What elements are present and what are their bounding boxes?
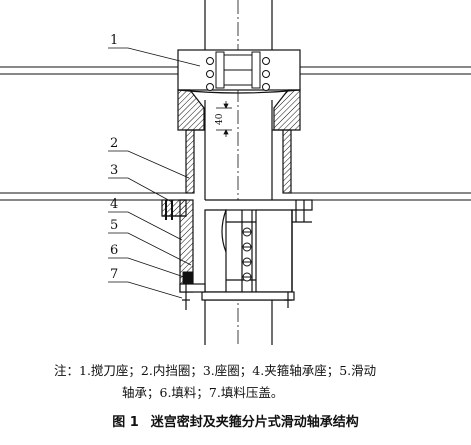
callout-1: 1 [110, 33, 118, 48]
figure-title: 迷宫密封及夹箍分片式滑动轴承结构 [150, 415, 359, 430]
dimension-40 [216, 101, 232, 137]
upper-plate [0, 66, 471, 75]
callout-4: 4 [110, 197, 118, 212]
callout-2: 2 [110, 136, 118, 151]
sliding-bearing [204, 209, 293, 293]
caption-note-line2: 轴承；6.填料；7.填料压盖。 [122, 385, 284, 400]
figure-caption: 图 1 迷宫密封及夹箍分片式滑动轴承结构 [0, 411, 471, 430]
packing [182, 271, 194, 285]
callout-5: 5 [110, 218, 118, 233]
callout-3: 3 [110, 163, 118, 178]
bolt-group-upper [206, 51, 270, 91]
dimension-40-label: 40 [215, 113, 225, 125]
callout-6: 6 [110, 243, 118, 258]
packing-gland [179, 283, 206, 310]
bolt-group-bearing [242, 227, 252, 282]
leader-lines [108, 47, 201, 299]
callout-7: 7 [110, 267, 118, 282]
caption-note-line1: 注：1.搅刀座；2.内挡圈；3.座圈；4.夹箍轴承座；5.滑动 [54, 363, 377, 378]
inner-retaining-ring [185, 129, 292, 194]
agitator-seat-flange [177, 89, 301, 131]
figure-number: 图 1 [112, 415, 139, 430]
agitator-seat-upper [177, 49, 301, 94]
callouts: 1 2 3 4 5 6 7 [110, 33, 118, 282]
housing-bottom [201, 291, 295, 308]
shaft [204, 0, 273, 345]
lower-plate [0, 192, 471, 201]
